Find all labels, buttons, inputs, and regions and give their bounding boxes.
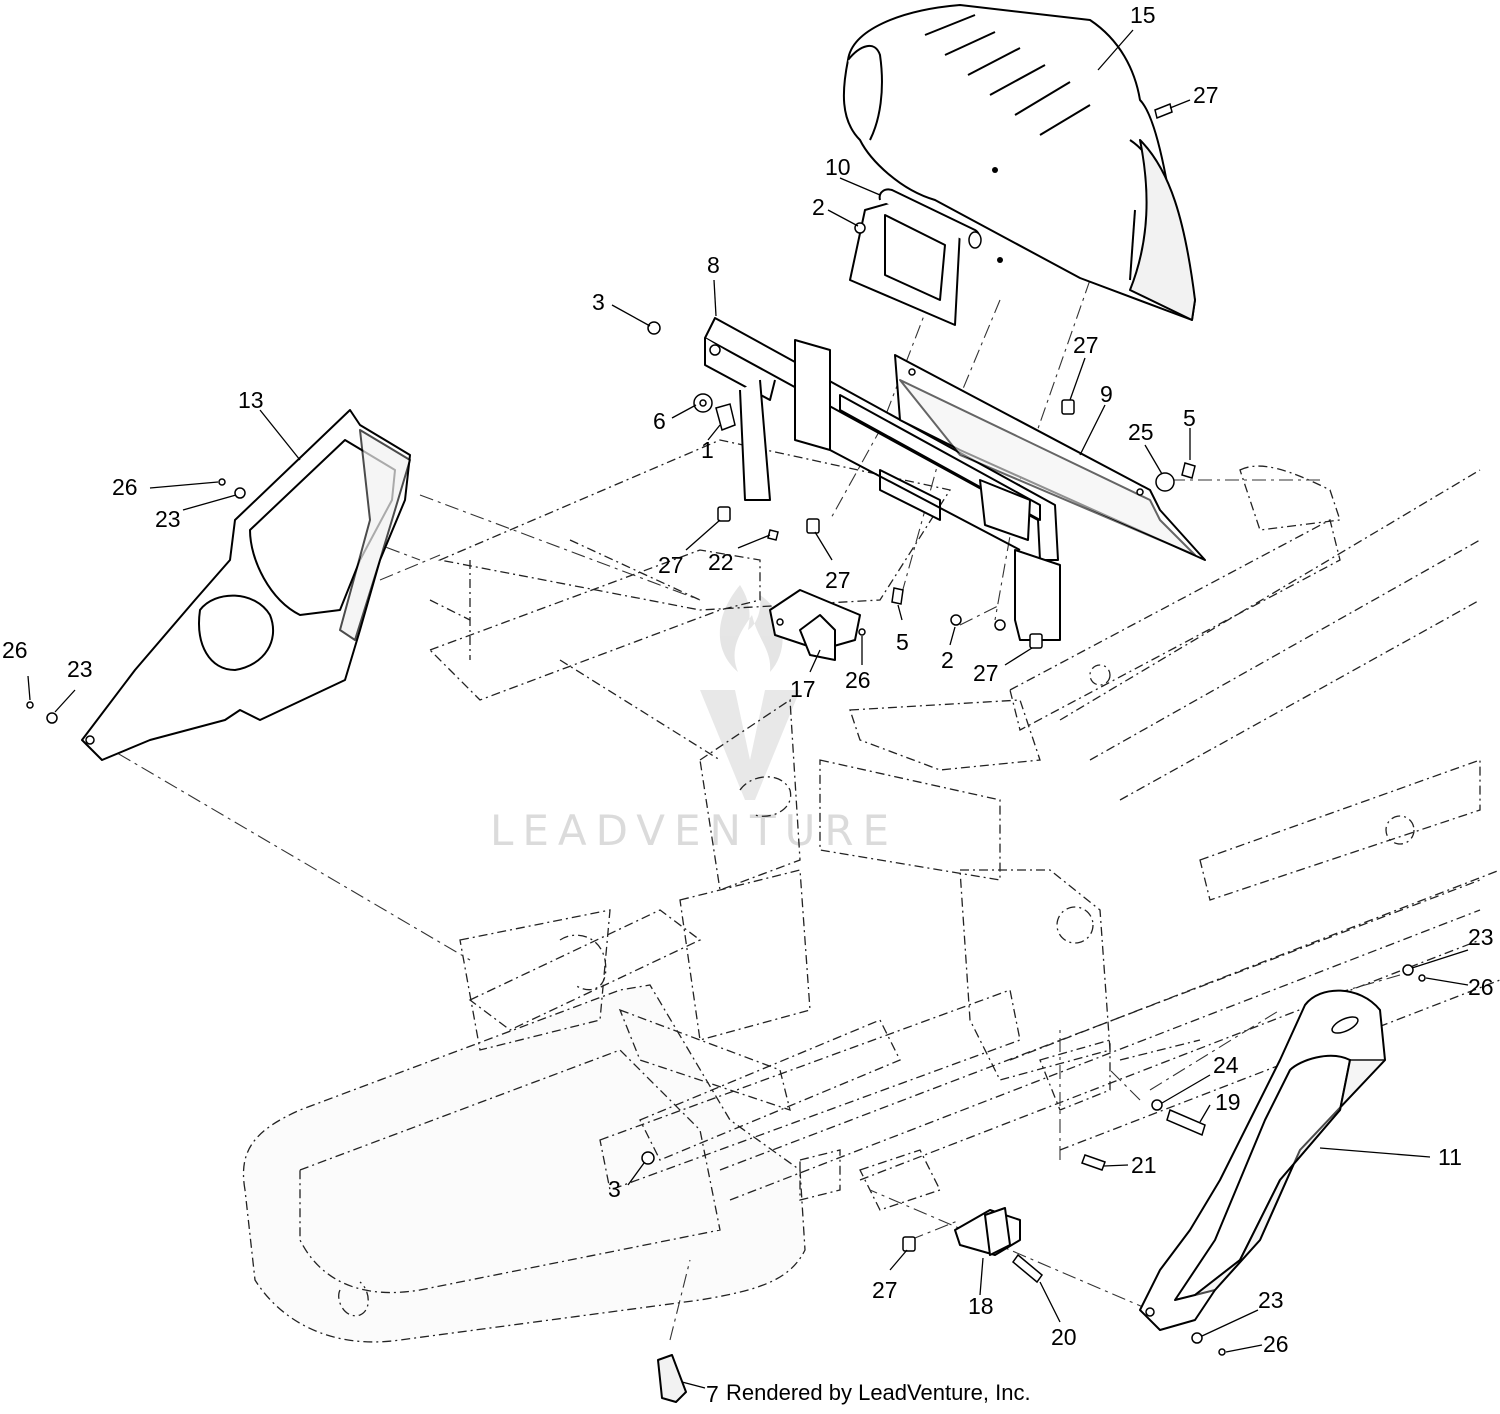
- callout-27: 27: [872, 1277, 898, 1303]
- callout-27: 27: [973, 660, 999, 686]
- part-15-seat-shroud: [842, 4, 1196, 321]
- part-7-decal-tab: [657, 1354, 687, 1403]
- callout-27: 27: [1193, 82, 1219, 108]
- callout-26: 26: [845, 667, 871, 693]
- callout-15: 15: [1130, 2, 1156, 28]
- callout-22: 22: [708, 549, 734, 575]
- callout-25: 25: [1128, 419, 1154, 445]
- callout-26: 26: [112, 474, 138, 500]
- leader-lines: [27, 29, 1469, 1389]
- callout-19: 19: [1215, 1089, 1241, 1115]
- leadventure-watermark: LEADVENTURE: [490, 585, 898, 855]
- callout-1: 1: [701, 437, 714, 463]
- callout-8: 8: [707, 252, 720, 278]
- callout-5: 5: [1183, 405, 1196, 431]
- hardware: [26, 102, 1426, 1356]
- callout-27: 27: [825, 567, 851, 593]
- callout-27: 27: [1073, 332, 1099, 358]
- callout-18: 18: [968, 1293, 994, 1319]
- callout-26: 26: [1468, 974, 1494, 1000]
- seat-vent-slots: [924, 14, 1091, 136]
- watermark-text: LEADVENTURE: [490, 806, 898, 855]
- callout-17: 17: [790, 676, 816, 702]
- part-11-right-side-panel: [1139, 989, 1386, 1331]
- callout-23: 23: [67, 656, 93, 682]
- callout-11: 11: [1438, 1144, 1462, 1170]
- part-10-hinge-bracket: [849, 188, 982, 326]
- callout-3: 3: [592, 289, 605, 315]
- callout-13: 13: [238, 387, 264, 413]
- callout-27: 27: [658, 552, 684, 578]
- callout-26: 26: [2, 637, 28, 663]
- part-8-seat-mount-frame: [704, 317, 1061, 641]
- callout-9: 9: [1100, 381, 1113, 407]
- main-frame: [242, 439, 1500, 1343]
- part-17-bracket: [769, 589, 861, 661]
- part-13-left-side-panel: [81, 409, 411, 761]
- front-bumper: [242, 984, 806, 1343]
- callout-3: 3: [608, 1176, 621, 1202]
- callout-20: 20: [1051, 1324, 1077, 1350]
- callout-26: 26: [1263, 1331, 1289, 1357]
- callout-23: 23: [155, 506, 181, 532]
- part-9-support-plate: [894, 354, 1206, 561]
- callout-7: 7: [706, 1381, 719, 1407]
- callout-2: 2: [812, 194, 825, 220]
- callout-21: 21: [1131, 1152, 1157, 1178]
- part-18-lower-bracket: [954, 1207, 1021, 1256]
- callout-6: 6: [653, 408, 666, 434]
- callout-10: 10: [825, 154, 851, 180]
- callout-23: 23: [1258, 1287, 1284, 1313]
- callout-2: 2: [941, 647, 954, 673]
- render-credit: Rendered by LeadVenture, Inc.: [726, 1380, 1031, 1405]
- callout-5: 5: [896, 629, 909, 655]
- callout-24: 24: [1213, 1052, 1239, 1078]
- callout-23: 23: [1468, 924, 1494, 950]
